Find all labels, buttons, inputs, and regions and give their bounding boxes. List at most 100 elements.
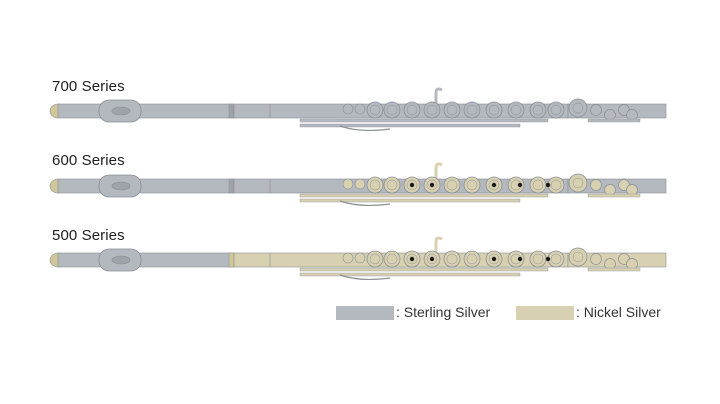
key-rod — [299, 272, 521, 277]
headjoint-tube — [57, 178, 235, 194]
foot-rod — [587, 193, 641, 198]
tone-key — [383, 176, 401, 194]
key-cup-ring — [446, 104, 458, 116]
tone-key — [366, 101, 384, 119]
foot-rod — [587, 267, 641, 272]
tone-key — [463, 250, 481, 268]
head-tenon — [228, 103, 235, 119]
key-cup-ring — [406, 179, 418, 191]
open-hole — [429, 182, 435, 188]
foot-key — [590, 104, 602, 116]
legend-label-nickel: : Nickel Silver — [576, 304, 661, 320]
open-hole — [491, 256, 497, 262]
flute-1 — [49, 87, 667, 132]
key-cup-ring — [369, 253, 381, 265]
tone-key — [443, 250, 461, 268]
tone-key — [403, 101, 421, 119]
trill-lever — [339, 274, 391, 281]
tone-key — [443, 101, 461, 119]
key-rod — [299, 118, 549, 123]
tone-key — [366, 250, 384, 268]
key-cup-ring — [466, 179, 478, 191]
key-cup-ring — [488, 104, 500, 116]
embouchure-hole — [111, 106, 131, 116]
key-cup-ring — [572, 251, 584, 263]
head-tenon — [228, 252, 235, 268]
tone-key — [507, 176, 525, 194]
foot-key — [590, 179, 602, 191]
key-cup-ring — [386, 104, 398, 116]
side-key — [354, 103, 366, 115]
key-cup-ring — [369, 179, 381, 191]
key-cup-ring — [406, 104, 418, 116]
tone-key — [443, 176, 461, 194]
key-cup-ring — [572, 102, 584, 114]
trill-lever — [339, 200, 391, 207]
key-rod — [299, 123, 521, 128]
open-hole — [409, 256, 415, 262]
open-hole — [545, 182, 551, 188]
headjoint-tube — [57, 103, 235, 119]
key-cup-ring — [406, 253, 418, 265]
key-cup-ring — [369, 104, 381, 116]
open-hole — [517, 256, 523, 262]
foot-rod — [587, 118, 641, 123]
flute-3 — [49, 236, 667, 281]
key-cup-ring — [550, 253, 562, 265]
key-cup-ring — [446, 253, 458, 265]
key-cup-ring — [488, 179, 500, 191]
thumb-key — [434, 162, 443, 179]
key-cup-ring — [550, 179, 562, 191]
key-cup-ring — [386, 253, 398, 265]
thumb-key — [434, 236, 443, 253]
key-cup-ring — [466, 253, 478, 265]
series-label-500: 500 Series — [52, 227, 125, 244]
key-rod — [299, 267, 549, 272]
tone-key — [485, 101, 503, 119]
tone-key — [366, 176, 384, 194]
tone-key — [423, 101, 441, 119]
open-hole — [517, 182, 523, 188]
series-label-700: 700 Series — [52, 78, 125, 95]
foot-key — [590, 253, 602, 265]
legend-swatch-sterling — [336, 306, 394, 320]
side-key — [354, 252, 366, 264]
tone-key — [529, 101, 547, 119]
thumb-key — [434, 87, 443, 104]
open-hole — [491, 182, 497, 188]
side-key — [342, 252, 354, 264]
key-cup-ring — [572, 177, 584, 189]
key-rod — [299, 193, 549, 198]
key-cup-ring — [426, 104, 438, 116]
tone-key — [383, 101, 401, 119]
legend-swatch-nickel — [516, 306, 574, 320]
side-key — [342, 178, 354, 190]
side-key — [354, 178, 366, 190]
tone-key — [507, 250, 525, 268]
key-cup-ring — [446, 179, 458, 191]
embouchure-hole — [111, 181, 131, 191]
key-cup-ring — [532, 253, 544, 265]
key-rod — [299, 198, 521, 203]
key-cup-ring — [510, 104, 522, 116]
open-hole — [409, 182, 415, 188]
tone-key — [529, 176, 547, 194]
foot-key-large — [568, 98, 588, 118]
key-cup-ring — [550, 104, 562, 116]
side-key — [342, 103, 354, 115]
trill-lever — [339, 125, 391, 132]
key-cup-ring — [426, 253, 438, 265]
key-cup-ring — [488, 253, 500, 265]
embouchure-hole — [111, 255, 131, 265]
key-cup-ring — [532, 104, 544, 116]
open-hole — [545, 256, 551, 262]
key-cup-ring — [466, 104, 478, 116]
foot-key-large — [568, 247, 588, 267]
tone-key — [463, 176, 481, 194]
flute-2 — [49, 162, 667, 207]
tone-key — [547, 101, 565, 119]
series-label-600: 600 Series — [52, 152, 125, 169]
tone-key — [547, 176, 565, 194]
